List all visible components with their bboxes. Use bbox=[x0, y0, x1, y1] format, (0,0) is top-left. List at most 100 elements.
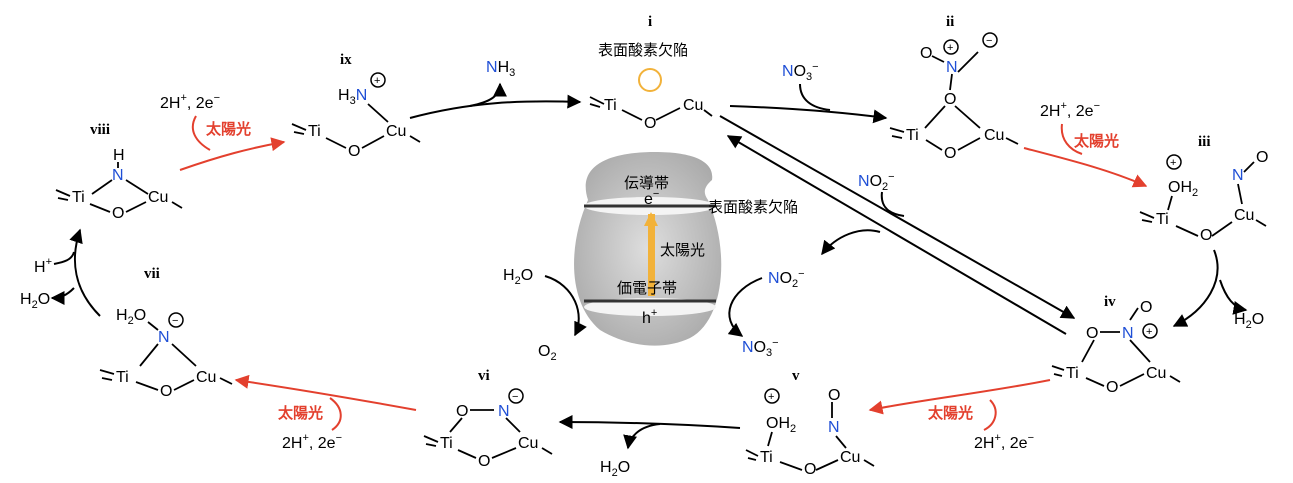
arrow-i-to-iv bbox=[719, 115, 1076, 319]
label-ix: ix bbox=[340, 52, 352, 68]
structure-ii: ii O N + − O Ti Cu O bbox=[889, 14, 1019, 162]
cu-atom: Cu bbox=[984, 127, 1004, 144]
sunlight-label: 太陽光 bbox=[1074, 132, 1119, 150]
o-atom: O bbox=[804, 461, 816, 478]
ammonium-ligand: H3N bbox=[338, 87, 367, 107]
arrow-vii-to-viii bbox=[69, 228, 101, 317]
o-atom: O bbox=[456, 403, 468, 420]
svg-text:+: + bbox=[768, 391, 774, 403]
particle-sunlight-label: 太陽光 bbox=[660, 241, 705, 259]
surface-defect-band-label: 表面酸素欠陥 bbox=[708, 198, 798, 216]
water-product-label: H2O bbox=[600, 459, 630, 479]
oxygen-vacancy-circle bbox=[638, 68, 662, 92]
o-atom: O bbox=[944, 91, 956, 108]
surface-defect-label: 表面酸素欠陥 bbox=[598, 41, 688, 59]
cu-atom: Cu bbox=[148, 189, 168, 206]
n-atom: N bbox=[1122, 325, 1134, 342]
o-atom: O bbox=[1086, 325, 1098, 342]
nitrite-label: NO2− bbox=[858, 171, 895, 193]
o-atom: O bbox=[348, 143, 360, 160]
n-atom: N bbox=[158, 329, 170, 346]
proton-label: H+ bbox=[34, 256, 52, 276]
n-atom: N bbox=[1232, 167, 1244, 184]
nitrite-label: NO2− bbox=[768, 268, 805, 290]
o-atom: O bbox=[944, 145, 956, 162]
cu-atom: Cu bbox=[386, 123, 406, 140]
arrow-iv-to-i bbox=[726, 135, 1067, 335]
water-oxidation: H2O O2 bbox=[503, 267, 587, 363]
svg-text:−: − bbox=[512, 391, 518, 403]
structure-iii: iii + OH2 N O Ti Cu O bbox=[1139, 134, 1268, 244]
sunlight-label: 太陽光 bbox=[928, 404, 973, 422]
label-iii: iii bbox=[1198, 134, 1211, 150]
arrow-ii-to-iii bbox=[1023, 147, 1148, 188]
o-atom: O bbox=[160, 383, 172, 400]
o-atom: O bbox=[1256, 149, 1268, 166]
arrow-i-to-ii bbox=[729, 105, 888, 124]
cu-atom: Cu bbox=[1234, 207, 1254, 224]
structure-vi: vi O N − Ti Cu O bbox=[423, 368, 553, 470]
svg-text:−: − bbox=[986, 35, 992, 47]
label-vi: vi bbox=[478, 368, 490, 384]
svg-text:+: + bbox=[947, 42, 953, 54]
structure-viii: viii H N Ti Cu O bbox=[55, 122, 183, 222]
svg-text:+: + bbox=[1170, 157, 1176, 169]
o-atom: O bbox=[920, 45, 932, 62]
ti-atom: Ti bbox=[1066, 365, 1079, 382]
water-label: H2O bbox=[503, 267, 533, 287]
cu-atom: Cu bbox=[683, 97, 703, 114]
label-i: i bbox=[648, 14, 652, 30]
structure-iv: iv O O N + Ti Cu O bbox=[1051, 294, 1181, 396]
structure-vii: vii H2O N − Ti Cu O bbox=[99, 266, 233, 400]
cu-atom: Cu bbox=[1146, 365, 1166, 382]
semiconductor-particle: 伝導帯 価電子帯 e− h+ 太陽光 表面酸素欠陥 bbox=[574, 152, 798, 346]
water-product-label: H2O bbox=[1234, 311, 1264, 331]
conduction-band-label: 伝導帯 bbox=[624, 174, 669, 192]
ti-atom: Ti bbox=[440, 435, 453, 452]
svg-text:+: + bbox=[374, 75, 380, 87]
o-atom: O bbox=[1106, 379, 1118, 396]
arrow-viii-to-ix bbox=[179, 137, 286, 171]
electron-label: e− bbox=[644, 188, 659, 208]
o-atom: O bbox=[828, 387, 840, 404]
ti-atom: Ti bbox=[116, 369, 129, 386]
n-atom: N bbox=[112, 167, 124, 184]
n-atom: N bbox=[946, 59, 958, 76]
structure-i: i 表面酸素欠陥 Ti Cu O bbox=[589, 14, 713, 132]
nitrate-label: NO3− bbox=[782, 61, 819, 83]
h-atom: H bbox=[113, 147, 125, 164]
water-ligand: H2O bbox=[116, 307, 146, 327]
arrow-iv-to-v bbox=[868, 379, 1051, 415]
svg-text:+: + bbox=[1146, 326, 1152, 338]
label-viii: viii bbox=[90, 122, 110, 138]
proton-electron-label: 2H+, 2e− bbox=[1040, 100, 1100, 120]
water-ligand: OH2 bbox=[1168, 179, 1198, 199]
sunlight-label: 太陽光 bbox=[206, 120, 251, 138]
sunlight-label: 太陽光 bbox=[278, 404, 323, 422]
o-atom: O bbox=[112, 205, 124, 222]
o-atom: O bbox=[644, 115, 656, 132]
proton-electron-label: 2H+, 2e− bbox=[974, 432, 1034, 452]
arrow-v-to-vi bbox=[558, 415, 741, 430]
ti-atom: Ti bbox=[1156, 211, 1169, 228]
nitrate-product-label: NO3− bbox=[742, 337, 779, 359]
ti-atom: Ti bbox=[906, 127, 919, 144]
arrow-iii-to-iv bbox=[1172, 249, 1219, 327]
o-atom: O bbox=[478, 453, 490, 470]
sunlight-excitation-arrow bbox=[648, 214, 655, 296]
proton-electron-label: 2H+, 2e− bbox=[160, 92, 220, 112]
cu-atom: Cu bbox=[196, 369, 216, 386]
label-ii: ii bbox=[946, 14, 954, 30]
hole-label: h+ bbox=[642, 307, 657, 327]
o-atom: O bbox=[1200, 227, 1212, 244]
oxygen-label: O2 bbox=[538, 343, 557, 363]
structure-v: v + OH2 O N Ti Cu O bbox=[745, 368, 875, 478]
ti-atom: Ti bbox=[72, 189, 85, 206]
svg-text:−: − bbox=[172, 315, 178, 327]
water-ligand: OH2 bbox=[766, 415, 796, 435]
o-atom: O bbox=[1140, 299, 1152, 316]
valence-band-label: 価電子帯 bbox=[617, 279, 677, 297]
ti-atom: Ti bbox=[760, 449, 773, 466]
